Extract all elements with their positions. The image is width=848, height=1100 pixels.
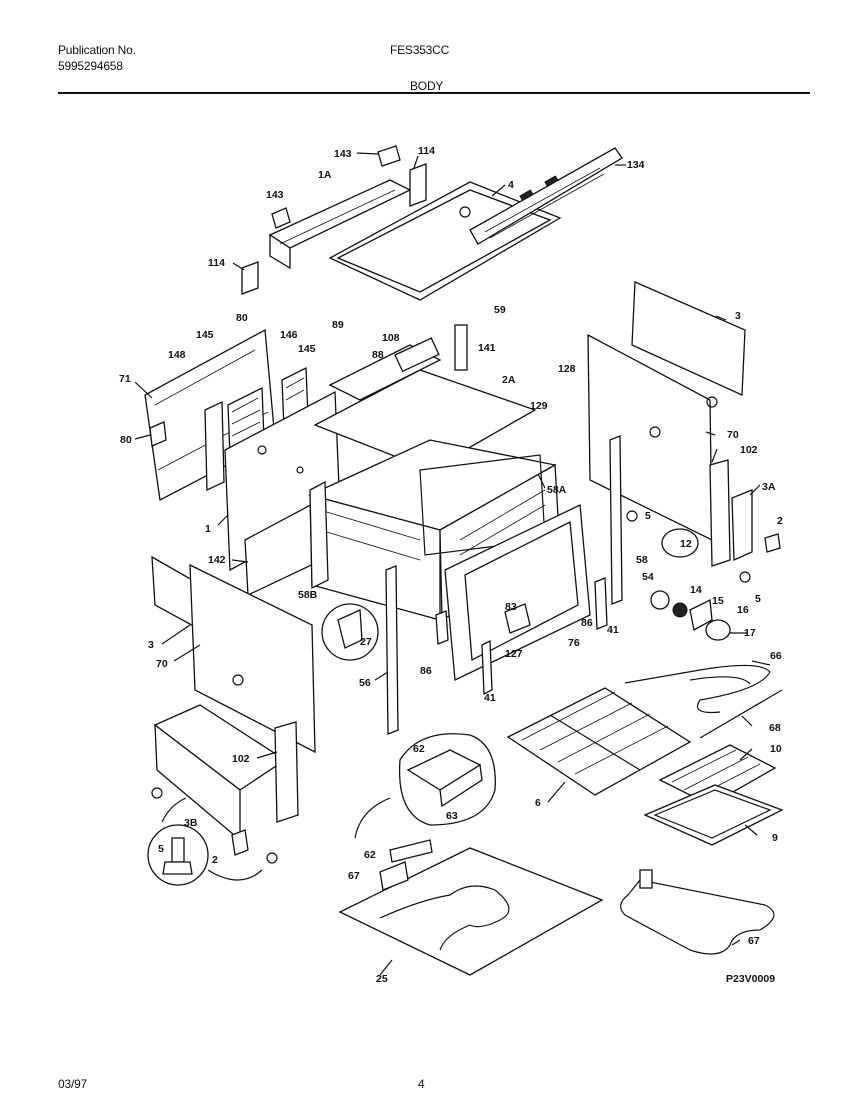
callout: 145 — [196, 329, 214, 341]
footer-date: 03/97 — [58, 1077, 88, 1091]
model-number: FES353CC — [390, 43, 450, 57]
callout: 80 — [120, 434, 132, 446]
lower-left-panel-3B — [151, 704, 299, 864]
callout: 2A — [502, 374, 516, 386]
callout: 88 — [372, 349, 384, 361]
callout: 129 — [530, 400, 548, 412]
callout: 5 — [645, 510, 651, 522]
callout: 3A — [762, 481, 776, 493]
callout: 76 — [568, 637, 580, 649]
callout: 58B — [298, 589, 318, 601]
callout: 14 — [690, 584, 702, 596]
callout: 17 — [744, 627, 756, 639]
lower-left-panel-3 — [151, 555, 316, 754]
top-channel-1A — [241, 145, 427, 295]
diagram-code: P23V0009 — [726, 973, 775, 985]
callout: 62 — [364, 849, 376, 861]
callout: 4 — [508, 179, 514, 191]
callout: 54 — [642, 571, 654, 583]
callout: 12 — [680, 538, 692, 550]
header-rule — [58, 92, 810, 94]
broiler-pan — [643, 744, 784, 846]
callout: 5 — [158, 843, 164, 855]
oven-top-2A — [313, 324, 537, 471]
publication-label: Publication No. — [58, 43, 136, 57]
footer-page-number: 4 — [418, 1077, 425, 1091]
callout: 27 — [360, 636, 372, 648]
leader-lines — [134, 152, 771, 976]
callout: 67 — [348, 870, 360, 882]
callout: 15 — [712, 595, 724, 607]
callout: 3 — [148, 639, 154, 651]
callout: 1 — [205, 523, 211, 535]
callout: 114 — [418, 145, 435, 157]
callout: 89 — [332, 319, 344, 331]
callout: 127 — [505, 648, 523, 660]
bottom-panel-25 — [338, 847, 604, 976]
callout: 41 — [607, 624, 619, 636]
control-inset — [354, 733, 496, 863]
bracket-56 — [385, 565, 399, 735]
callout: 10 — [770, 743, 782, 755]
leveling-leg-inset — [147, 797, 263, 886]
callout: 70 — [727, 429, 739, 441]
callout: 142 — [208, 554, 226, 566]
callout: 1A — [318, 169, 332, 181]
sensor-clip-inset — [321, 603, 379, 661]
callout: 58 — [636, 554, 648, 566]
callout: 66 — [770, 650, 782, 662]
vent-134 — [469, 147, 623, 245]
callout: 86 — [420, 665, 432, 677]
callout: 146 — [280, 329, 298, 341]
channel-148 — [204, 400, 225, 492]
section-title: BODY — [410, 79, 444, 93]
callout: 86 — [581, 617, 593, 629]
callout: 134 — [627, 159, 645, 171]
callout: 148 — [168, 349, 186, 361]
publication-number: 5995294658 — [58, 59, 123, 73]
callout: 25 — [376, 973, 388, 985]
vertical-rail-58 — [609, 435, 751, 605]
callout-labels: 143 114 1A 143 4 134 114 80 145 146 145 … — [119, 145, 783, 985]
callout: 59 — [494, 304, 506, 316]
callout: 56 — [359, 677, 371, 689]
callout: 71 — [119, 373, 131, 385]
callout: 3 — [735, 310, 741, 322]
front-frame-58A — [444, 504, 591, 681]
broil-element-66 — [624, 664, 783, 739]
callout: 5 — [755, 593, 761, 605]
callout: 41 — [484, 692, 496, 704]
callout: 63 — [446, 810, 458, 822]
callout: 102 — [740, 444, 758, 456]
callout: 9 — [772, 832, 778, 844]
callout: 58A — [547, 484, 567, 496]
callout: 141 — [478, 342, 496, 354]
callout: 6 — [535, 797, 541, 809]
callout: 128 — [558, 363, 576, 375]
channel-102 — [709, 459, 781, 567]
callout: 145 — [298, 343, 316, 355]
callout: 143 — [334, 148, 352, 160]
callout: 102 — [232, 753, 250, 765]
gasket-58B — [309, 480, 329, 590]
callout: 83 — [505, 601, 517, 613]
callout: 2 — [777, 515, 783, 527]
callout: 16 — [737, 604, 749, 616]
callout: 80 — [236, 312, 248, 324]
callout: 143 — [266, 189, 284, 201]
callout: 70 — [156, 658, 168, 670]
hinges — [435, 577, 608, 696]
oven-rack-6 — [506, 687, 692, 796]
callout: 2 — [212, 854, 218, 866]
callout: 68 — [769, 722, 781, 734]
callout: 108 — [382, 332, 400, 344]
bake-element-67 — [620, 869, 775, 955]
callout: 3B — [184, 817, 198, 829]
callout: 114 — [208, 257, 225, 269]
callout: 62 — [413, 743, 425, 755]
callout: 67 — [748, 935, 760, 947]
convection-parts — [650, 528, 748, 641]
